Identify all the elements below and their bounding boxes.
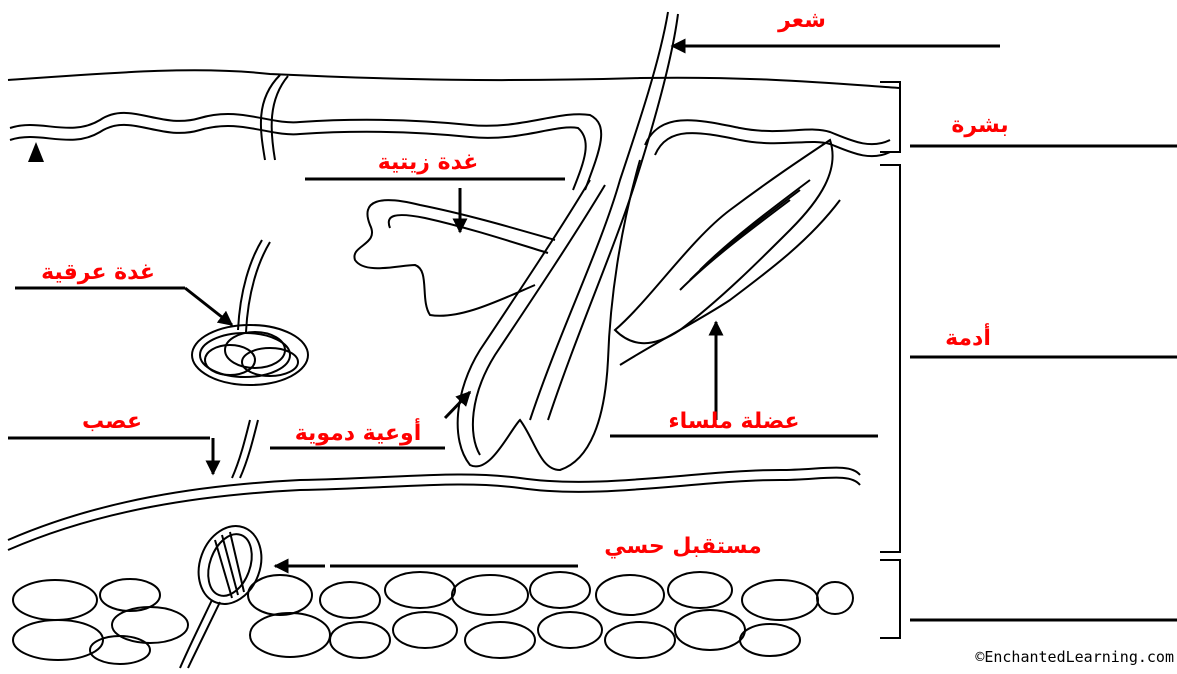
blood-vessels-label: أوعية دموية bbox=[295, 417, 422, 446]
sweat-gland-label: غدة عرقية bbox=[41, 260, 155, 285]
smooth-muscle bbox=[615, 140, 833, 343]
sensory-receptor-label: مستقبل حسي bbox=[604, 534, 762, 559]
hair-label: شعر bbox=[777, 8, 826, 33]
sweat-gland bbox=[192, 240, 308, 385]
epidermis-label: بشرة bbox=[951, 113, 1008, 138]
nerve-label: عصب bbox=[82, 409, 142, 434]
epidermis-small-arrow bbox=[28, 142, 44, 162]
smooth-muscle-label: عضلة ملساء bbox=[668, 409, 799, 434]
dermis-bracket bbox=[880, 165, 900, 552]
dermis-label: أدمة bbox=[945, 322, 991, 351]
skin-illustration bbox=[8, 12, 900, 668]
epidermis-band-right-bottom bbox=[655, 133, 890, 156]
dermis-lower-boundary bbox=[8, 468, 860, 540]
hypodermis-bracket bbox=[880, 560, 900, 638]
epidermis-bracket bbox=[880, 82, 900, 152]
nerve-fiber bbox=[232, 420, 250, 478]
sweat-arrow bbox=[185, 288, 232, 325]
skin-surface bbox=[8, 70, 900, 88]
sebaceous-gland bbox=[354, 200, 555, 316]
sebaceous-gland-label: غدة زيتية bbox=[378, 150, 479, 175]
fat-cells bbox=[13, 572, 853, 664]
hair-shaft bbox=[530, 12, 668, 420]
sensory-receptor bbox=[180, 517, 272, 668]
credit-text: ©EnchantedLearning.com bbox=[975, 648, 1174, 666]
epidermis-band-right-top bbox=[645, 120, 890, 145]
